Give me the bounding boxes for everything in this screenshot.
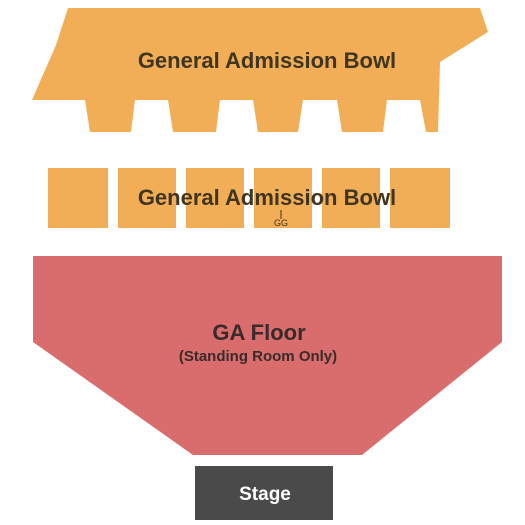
gate-marker-label: GG	[274, 218, 288, 228]
lower-bowl-section[interactable]: General Admission Bowl	[48, 168, 450, 228]
ga-floor-section[interactable]: GA Floor (Standing Room Only)	[33, 256, 502, 455]
lower-bowl-block	[390, 168, 450, 228]
gate-marker: GG	[274, 210, 288, 228]
lower-bowl-block	[254, 168, 312, 228]
ga-floor-label: GA Floor	[212, 320, 306, 345]
lower-bowl-block	[322, 168, 380, 228]
ga-floor-sublabel: (Standing Room Only)	[179, 348, 337, 365]
ga-floor-shape	[33, 256, 502, 455]
stage-label: Stage	[239, 484, 291, 505]
lower-bowl-blocks	[48, 168, 450, 228]
stage-shape	[195, 466, 333, 520]
lower-bowl-block	[48, 168, 108, 228]
stage: Stage	[195, 466, 333, 520]
lower-bowl-block	[118, 168, 176, 228]
lower-bowl-block	[186, 168, 244, 228]
lower-bowl-label: General Admission Bowl	[138, 185, 396, 210]
upper-bowl-label: General Admission Bowl	[138, 48, 396, 73]
upper-bowl-shape	[32, 8, 488, 132]
upper-bowl-section[interactable]: General Admission Bowl	[32, 8, 488, 132]
